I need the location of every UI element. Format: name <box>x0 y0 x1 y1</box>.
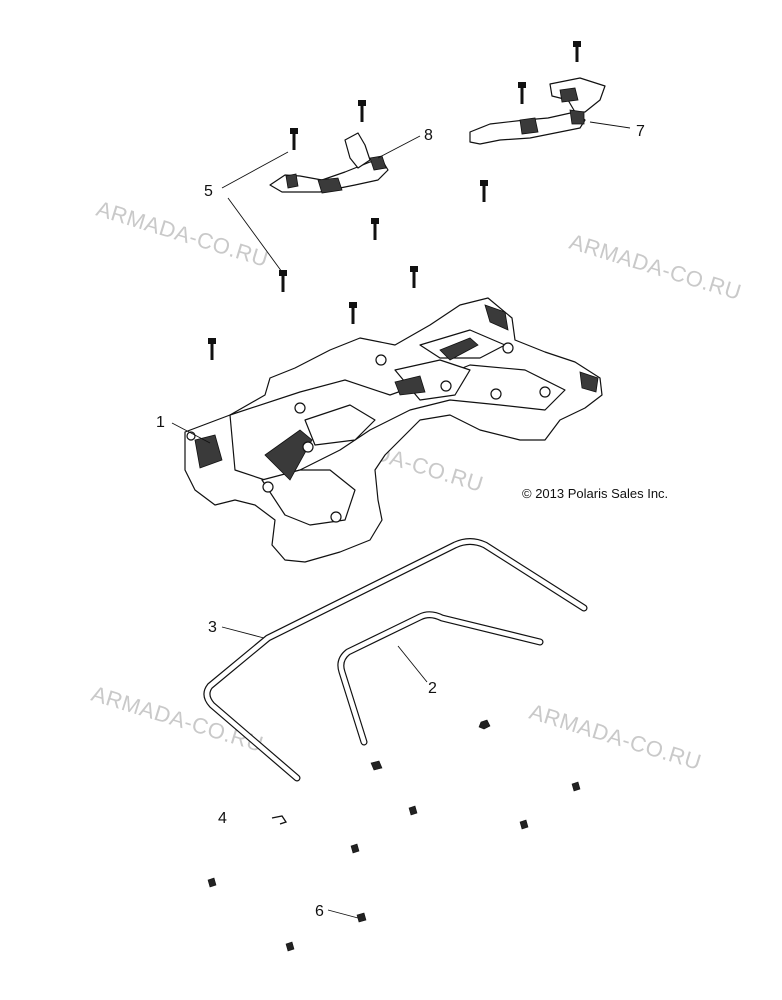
nut <box>408 805 418 816</box>
watermark-4: ARMADA-CO.RU <box>89 681 267 757</box>
nut <box>356 912 367 923</box>
bolt <box>371 218 379 240</box>
callout-1: 1 <box>156 414 165 431</box>
nut <box>207 877 217 888</box>
leader-1 <box>171 422 211 444</box>
clip <box>271 815 288 825</box>
callout-5: 5 <box>204 183 213 200</box>
nut <box>478 719 491 730</box>
watermark-1: ARMADA-CO.RU <box>94 196 272 272</box>
mounting-bracket-large <box>469 77 606 145</box>
leader-5a <box>221 151 289 189</box>
callout-2: 2 <box>428 680 437 697</box>
callout-3: 3 <box>208 619 217 636</box>
bolt <box>518 82 526 104</box>
copyright-notice: © 2013 Polaris Sales Inc. <box>522 486 668 501</box>
nut <box>370 760 383 771</box>
nuts <box>207 719 581 952</box>
watermark-5: ARMADA-CO.RU <box>527 699 705 775</box>
leader-5b <box>227 197 283 273</box>
leader-8 <box>377 135 421 159</box>
bolt <box>208 338 216 360</box>
bolt <box>279 270 287 292</box>
nut <box>285 941 295 952</box>
callout-7: 7 <box>636 123 645 140</box>
bolt <box>410 266 418 288</box>
mounting-bracket-small <box>269 132 389 194</box>
watermark-2: ARMADA-CO.RU <box>567 229 745 305</box>
bolt <box>480 180 488 202</box>
nut <box>571 781 581 792</box>
bolts <box>208 41 581 360</box>
bolt <box>573 41 581 62</box>
rail-small <box>337 611 544 746</box>
bolt <box>290 128 298 150</box>
bolt <box>349 302 357 324</box>
callout-6: 6 <box>315 903 324 920</box>
callout-4: 4 <box>218 810 227 827</box>
rail-large <box>203 538 588 782</box>
nut <box>519 819 529 830</box>
leader-3 <box>221 626 265 639</box>
nut <box>350 843 360 854</box>
callout-8: 8 <box>424 127 433 144</box>
leader-2 <box>397 645 428 683</box>
bolt <box>358 100 366 122</box>
leader-7 <box>589 121 631 129</box>
leader-6 <box>327 909 359 919</box>
leader-lines <box>171 121 631 919</box>
rack-frame <box>184 297 603 563</box>
